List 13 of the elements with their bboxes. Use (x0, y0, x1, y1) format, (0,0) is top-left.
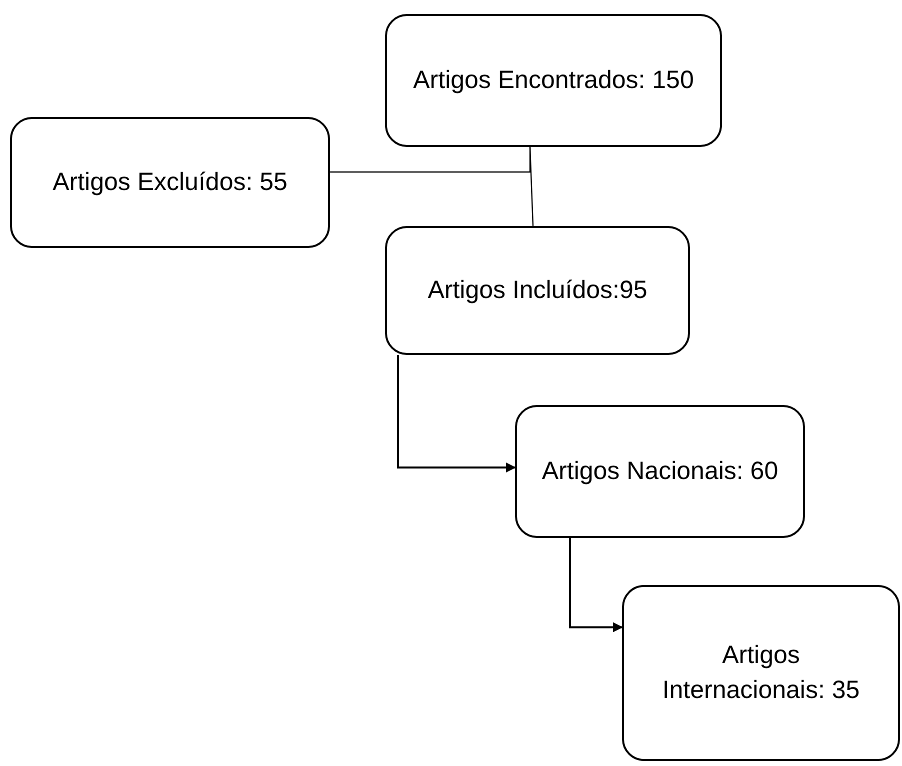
process-box (10, 117, 330, 248)
process-box (385, 226, 690, 355)
arrow (569, 538, 623, 632)
process-box (622, 585, 900, 761)
box-label: Artigos Nacionais: 60 (542, 456, 778, 487)
process-box (385, 14, 722, 147)
connector-line (529, 146, 534, 226)
box-label: Artigos Internacionais: 35 (661, 640, 861, 706)
arrow (397, 355, 516, 472)
box-label: Artigos Encontrados: 150 (413, 65, 694, 96)
box-label: Artigos Excluídos: 55 (52, 167, 288, 198)
box-label: Artigos Incluídos:95 (428, 275, 648, 306)
process-box (515, 405, 805, 538)
